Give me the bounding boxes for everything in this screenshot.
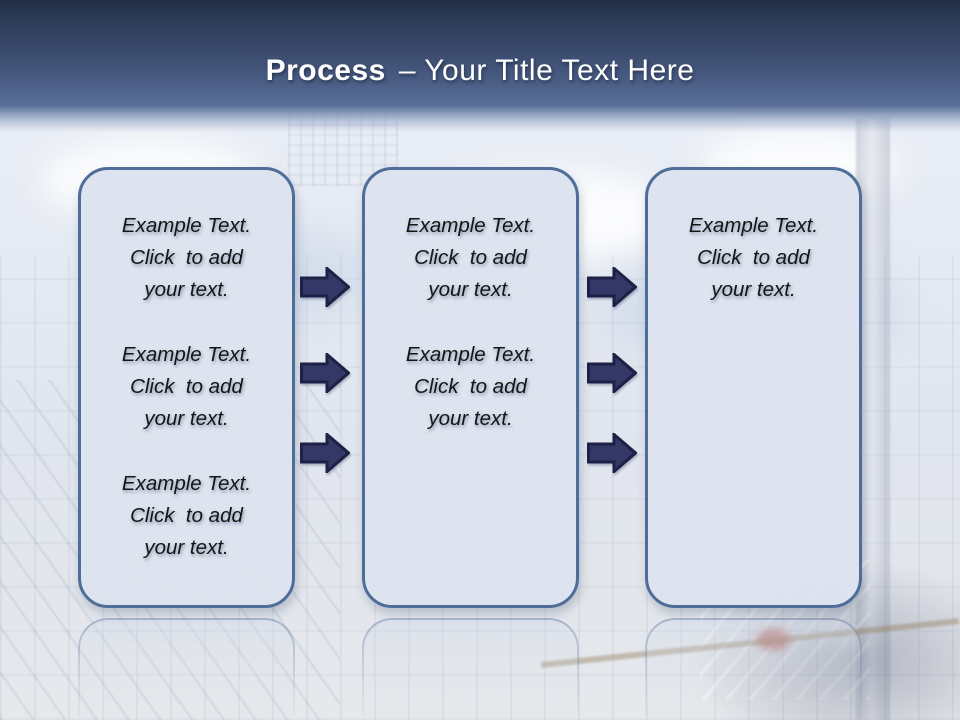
right-arrow-icon [587, 267, 637, 307]
placeholder-line: Example Text. [405, 343, 536, 366]
box-reflection-1 [78, 618, 295, 716]
placeholder-text[interactable]: Example Text. Click to add your text. [122, 468, 251, 564]
placeholder-line: your text. [144, 536, 229, 559]
placeholder-line: your text. [144, 278, 229, 301]
right-arrow-icon [300, 353, 350, 393]
box-reflection-3 [645, 618, 862, 716]
right-arrow-icon [300, 433, 350, 473]
placeholder-line: your text. [711, 278, 796, 301]
placeholder-text[interactable]: Example Text. Click to add your text. [122, 210, 251, 306]
right-arrow-icon [587, 353, 637, 393]
title-keyword: Process [265, 54, 386, 87]
placeholder-text[interactable]: Example Text. Click to add your text. [122, 339, 251, 435]
placeholder-text[interactable]: Example Text. Click to add your text. [406, 339, 535, 435]
placeholder-line: Example Text. [121, 214, 252, 237]
box-reflection-2 [362, 618, 579, 716]
placeholder-line: Click to add [697, 246, 810, 269]
right-arrow-icon [300, 267, 350, 307]
placeholder-line: Example Text. [405, 214, 536, 237]
process-box-2[interactable]: Example Text. Click to add your text. Ex… [362, 167, 579, 608]
placeholder-line: your text. [428, 278, 513, 301]
process-box-1[interactable]: Example Text. Click to add your text. Ex… [78, 167, 295, 608]
placeholder-line: your text. [428, 407, 513, 430]
right-arrow-icon [587, 433, 637, 473]
slide-title: Process – Your Title Text Here [0, 54, 960, 88]
placeholder-line: Example Text. [121, 343, 252, 366]
placeholder-line: Example Text. [688, 214, 819, 237]
placeholder-text[interactable]: Example Text. Click to add your text. [406, 210, 535, 306]
title-bar: Process – Your Title Text Here [0, 0, 960, 132]
placeholder-line: Click to add [130, 504, 243, 527]
placeholder-text[interactable]: Example Text. Click to add your text. [689, 210, 818, 306]
process-box-3[interactable]: Example Text. Click to add your text. [645, 167, 862, 608]
placeholder-line: Example Text. [121, 472, 252, 495]
placeholder-line: Click to add [414, 246, 527, 269]
placeholder-line: your text. [144, 407, 229, 430]
title-subtitle: – Your Title Text Here [398, 54, 695, 87]
placeholder-line: Click to add [414, 375, 527, 398]
placeholder-line: Click to add [130, 246, 243, 269]
placeholder-line: Click to add [130, 375, 243, 398]
